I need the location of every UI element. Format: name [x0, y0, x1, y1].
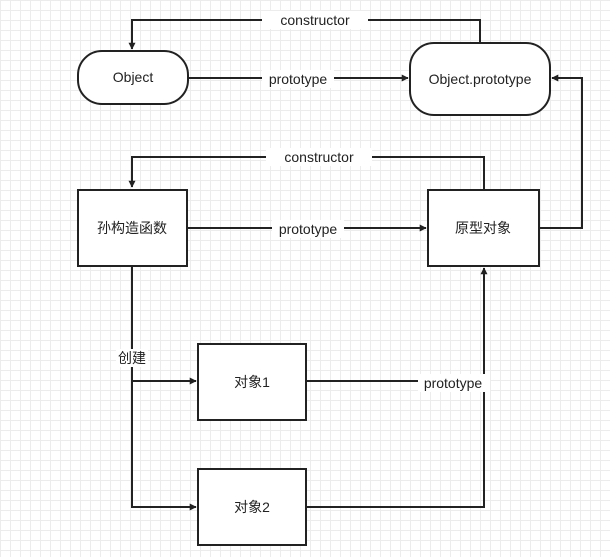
edge-label-prototype-bottom: prototype	[424, 375, 483, 391]
node-object: Object	[77, 50, 189, 105]
edge-create-instance2	[131, 381, 197, 511]
edge-prototype-instance2	[306, 267, 488, 508]
node-object-prototype: Object.prototype	[409, 42, 551, 116]
node-prototype-object: 原型对象	[427, 189, 540, 267]
edge-label-prototype-top: prototype	[269, 71, 328, 87]
node-instance2: 对象2	[197, 468, 307, 546]
edge-label-prototype-mid: prototype	[279, 221, 338, 237]
node-prototype-object-label: 原型对象	[455, 220, 511, 236]
node-object-prototype-label: Object.prototype	[429, 71, 532, 87]
edge-label-create: 创建	[118, 350, 146, 366]
edge-label-constructor-top: constructor	[280, 12, 350, 28]
edge-proto-to-object-prototype	[539, 74, 583, 229]
node-sub-constructor: 孙构造函数	[77, 189, 188, 267]
node-object-label: Object	[113, 69, 154, 85]
edge-label-constructor-mid: constructor	[284, 149, 354, 165]
node-sub-constructor-label: 孙构造函数	[97, 220, 167, 236]
node-instance1: 对象1	[197, 343, 307, 421]
node-instance1-label: 对象1	[234, 374, 270, 390]
node-instance2-label: 对象2	[234, 499, 270, 515]
